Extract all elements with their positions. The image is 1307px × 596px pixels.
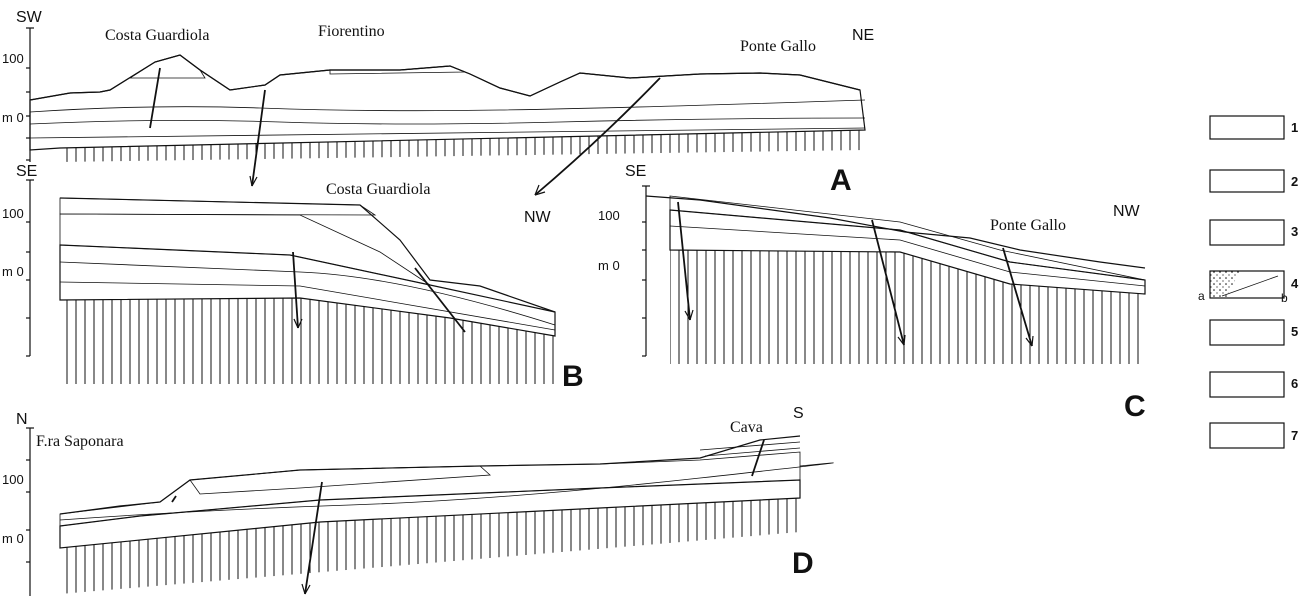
section-d-fault-1 <box>172 496 176 502</box>
section-c-left-direction: SE <box>625 163 646 180</box>
legend-number-3: 3 <box>1291 224 1298 239</box>
legend: 1 2 3 4 a b 5 6 7 <box>1198 116 1299 448</box>
section-c-place-1: Ponte Gallo <box>990 217 1066 234</box>
legend-item-1: 1 <box>1210 116 1298 139</box>
section-a-place-1: Costa Guardiola <box>105 27 209 44</box>
legend-sub-a: a <box>1198 289 1205 303</box>
section-d-right-direction: S <box>793 405 804 422</box>
section-d-left-direction: N <box>16 411 28 428</box>
section-c-elev-100: 100 <box>598 208 620 223</box>
section-b-pebble-layer <box>60 214 430 285</box>
section-b-dotted-cap <box>60 198 375 215</box>
section-d-pebble-lens <box>190 466 490 494</box>
section-a-left-direction: SW <box>16 9 43 26</box>
section-d-place-2: Cava <box>730 419 763 436</box>
legend-sub-b: b <box>1281 291 1288 305</box>
section-a-place-3: Ponte Gallo <box>740 38 816 55</box>
legend-item-5: 5 <box>1210 320 1298 345</box>
section-d-elev-100: 100 <box>2 472 24 487</box>
section-b: SE NW 100 m 0 Costa Guardiola B <box>2 163 584 393</box>
legend-item-4: 4 a b <box>1198 271 1299 305</box>
legend-item-7: 7 <box>1210 423 1298 448</box>
section-a-right-direction: NE <box>852 27 874 44</box>
section-a-panel-label: A <box>830 164 852 197</box>
section-a-basement <box>60 130 865 162</box>
section-c-panel-label: C <box>1124 390 1146 423</box>
section-d-place-1: F.ra Saponara <box>36 433 124 450</box>
legend-number-4: 4 <box>1291 276 1299 291</box>
legend-number-1: 1 <box>1291 120 1298 135</box>
section-b-left-direction: SE <box>16 163 37 180</box>
section-c-basement <box>670 250 1145 364</box>
section-b-basement <box>60 298 555 384</box>
legend-number-2: 2 <box>1291 174 1298 189</box>
section-a-place-2: Fiorentino <box>318 23 385 40</box>
section-d-panel-label: D <box>792 547 814 580</box>
section-d: N S 100 m 0 F.ra Saponara Cava D <box>2 405 833 596</box>
section-b-elev-100: 100 <box>2 206 24 221</box>
section-a-elev-100: 100 <box>2 51 24 66</box>
section-c-elev-0: m 0 <box>598 258 620 273</box>
section-b-place-1: Costa Guardiola <box>326 181 430 198</box>
section-a-pebble-cap <box>130 55 205 78</box>
section-d-surface <box>60 436 800 514</box>
section-b-elev-0: m 0 <box>2 264 24 279</box>
section-c: SE NW 100 m 0 Ponte Gallo C <box>598 163 1146 423</box>
section-a-elev-0: m 0 <box>2 110 24 125</box>
legend-number-5: 5 <box>1291 324 1298 339</box>
legend-item-6: 6 <box>1210 372 1298 397</box>
section-d-elev-0: m 0 <box>2 531 24 546</box>
section-a-fault-2 <box>252 90 265 186</box>
section-d-basement <box>60 498 800 594</box>
legend-number-6: 6 <box>1291 376 1298 391</box>
section-a-fault-1 <box>150 68 160 128</box>
section-c-right-direction: NW <box>1113 203 1141 220</box>
legend-number-7: 7 <box>1291 428 1298 443</box>
legend-item-2: 2 <box>1210 170 1298 192</box>
legend-item-3: 3 <box>1210 220 1298 245</box>
section-a-dotted-cap <box>330 66 465 74</box>
section-b-panel-label: B <box>562 360 584 393</box>
section-b-right-direction: NW <box>524 209 552 226</box>
section-a-surface <box>30 55 860 100</box>
section-a: SW NE 100 m 0 Costa Guardiola Fiorentino… <box>2 9 874 197</box>
